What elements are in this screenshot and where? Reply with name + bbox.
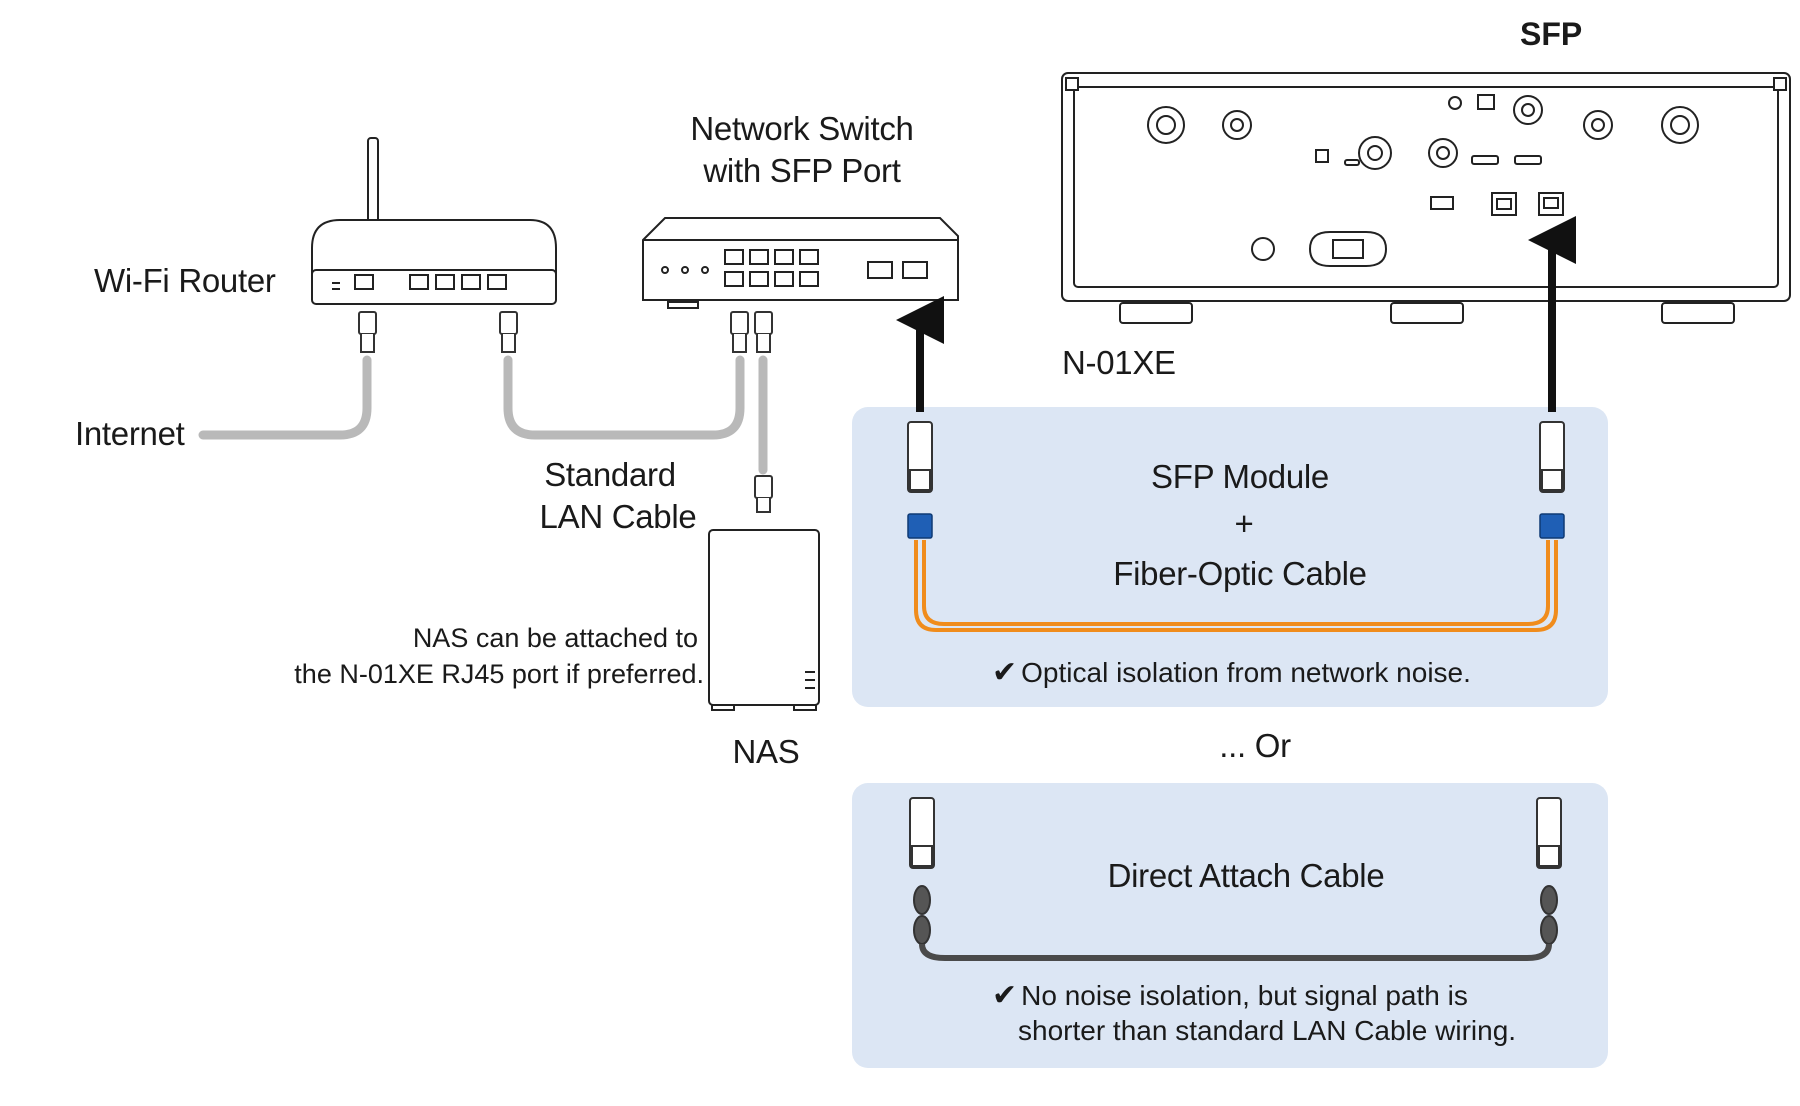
dac-cable bbox=[919, 943, 1552, 961]
switch-icon bbox=[642, 217, 959, 309]
fiber-title-line2: Fiber-Optic Cable bbox=[1113, 555, 1367, 592]
internet-label: Internet bbox=[75, 415, 185, 452]
lan-label-line2: LAN Cable bbox=[539, 498, 697, 535]
fiber-title-line1: SFP Module bbox=[1151, 458, 1329, 495]
switch-label-line2: with SFP Port bbox=[703, 152, 901, 189]
fiber-connector-icon bbox=[907, 513, 1565, 539]
fiber-cable bbox=[914, 540, 1558, 632]
rj45-plug-icon bbox=[358, 311, 773, 513]
n01xe-rear-panel-icon bbox=[1061, 72, 1791, 324]
nas-icon bbox=[708, 529, 820, 711]
lan-cables bbox=[198, 355, 768, 475]
router-icon bbox=[311, 137, 557, 305]
dac-note-line1: ✔No noise isolation, but signal path is bbox=[992, 979, 1468, 1012]
fiber-title-plus: + bbox=[1234, 505, 1254, 542]
checkmark-icon: ✔ bbox=[992, 656, 1018, 689]
nas-note-line2: the N-01XE RJ45 port if preferred. bbox=[294, 659, 704, 689]
dac-plug-icon bbox=[909, 797, 1562, 945]
switch-label-line1: Network Switch bbox=[690, 110, 914, 147]
nas-note-line1: NAS can be attached to bbox=[412, 623, 698, 653]
or-label: ... Or bbox=[1219, 727, 1291, 764]
device-label: N-01XE bbox=[1062, 344, 1176, 381]
sfp-module-icon bbox=[907, 421, 1565, 493]
fiber-note: ✔Optical isolation from network noise. bbox=[992, 656, 1471, 689]
up-arrow-icon bbox=[896, 216, 1576, 412]
dac-panel bbox=[852, 783, 1608, 1068]
checkmark-icon: ✔ bbox=[992, 979, 1018, 1012]
dac-note-line2: shorter than standard LAN Cable wiring. bbox=[1018, 1015, 1517, 1046]
wifi-router-label: Wi-Fi Router bbox=[94, 262, 276, 299]
dac-title: Direct Attach Cable bbox=[1107, 857, 1385, 894]
nas-label: NAS bbox=[732, 733, 800, 770]
sfp-header: SFP bbox=[1520, 16, 1583, 52]
lan-label-line1: Standard bbox=[544, 456, 676, 493]
